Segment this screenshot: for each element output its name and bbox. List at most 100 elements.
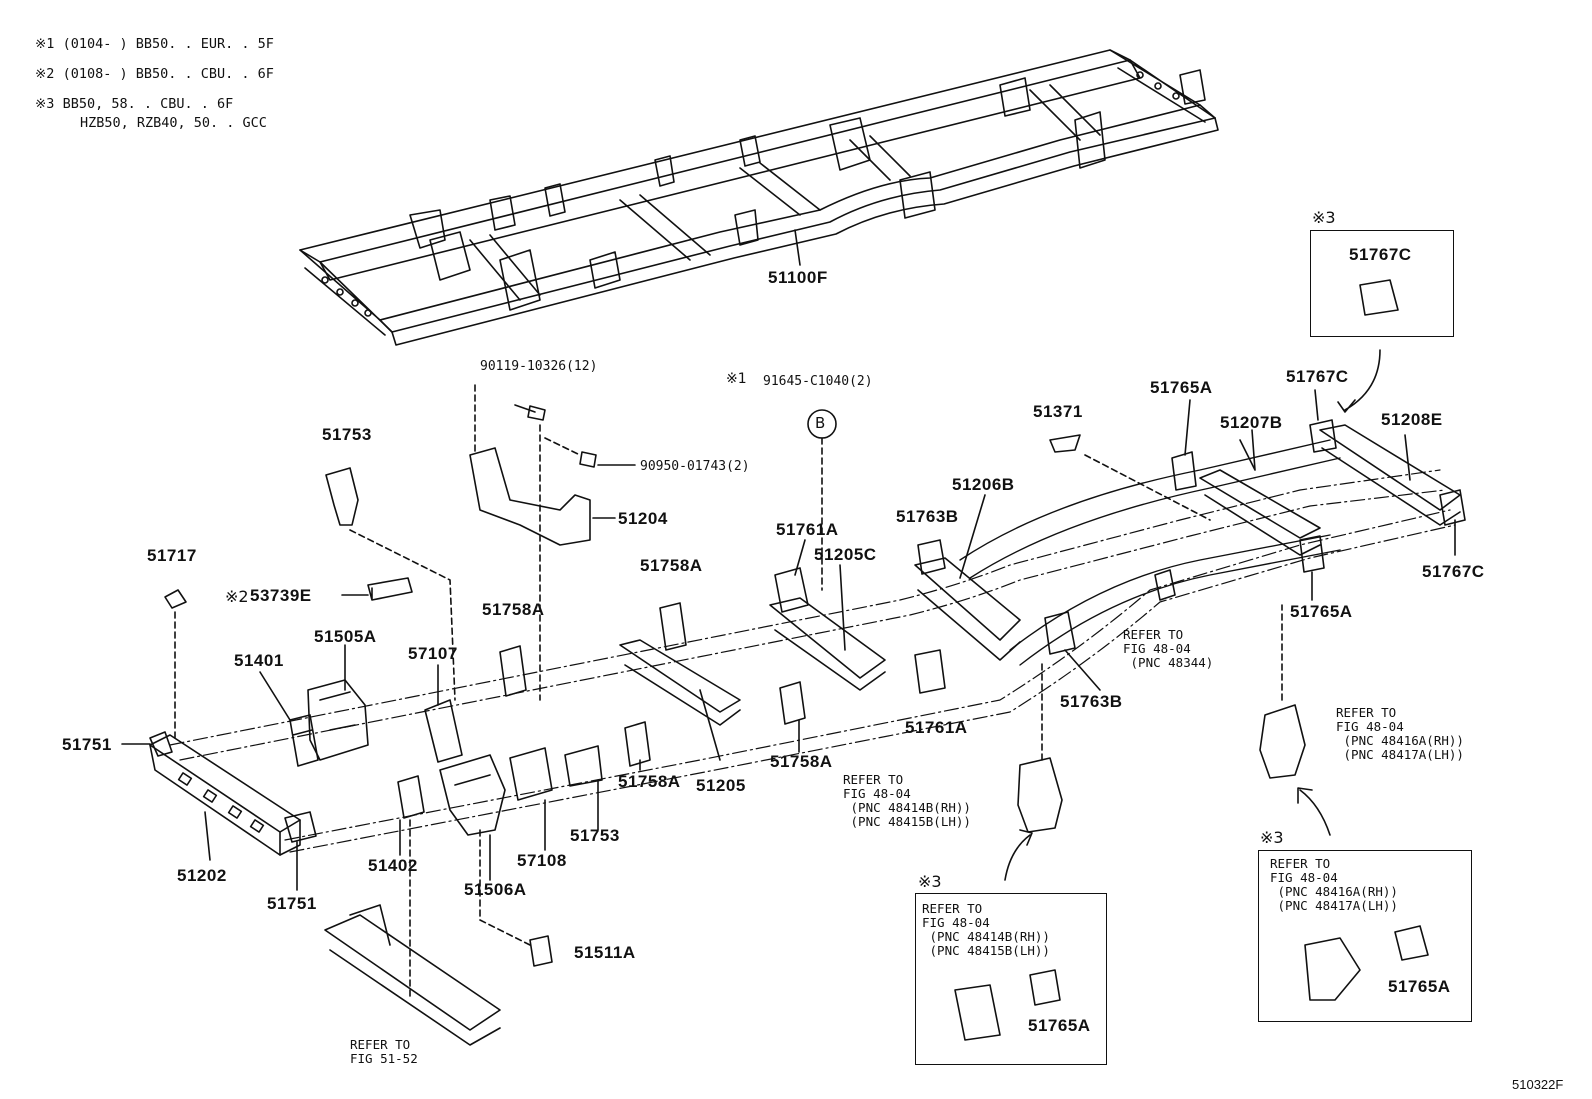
label-51207B: 51207B <box>1220 413 1283 432</box>
label-51765A-rightbox: 51765A <box>1388 977 1451 996</box>
bracket-51505A <box>307 679 369 761</box>
callout-b-letter: B <box>815 414 826 432</box>
box-bracket-51767C <box>1359 279 1399 316</box>
crossmember-51205C <box>769 597 886 691</box>
arrow-top-box <box>1337 349 1381 413</box>
ref-48414: REFER TO FIG 48-04 (PNC 48414B(RH)) (PNC… <box>843 772 971 829</box>
subframe-51-52 <box>324 904 501 1046</box>
hanger-48414B <box>1017 757 1063 833</box>
ref-48344: REFER TO FIG 48-04 (PNC 48344) <box>1123 627 1214 670</box>
bracket-57108 <box>509 747 553 801</box>
label-51761A-lower: 51761A <box>905 718 968 737</box>
bracket-51761A-top <box>774 567 809 613</box>
plate-51511A <box>529 935 553 967</box>
note-3-cont: HZB50, RZB40, 50. . GCC <box>80 115 267 132</box>
marker-3-leftbox: ※3 <box>918 872 942 891</box>
bracket-51506A <box>439 754 506 836</box>
leader-51761A <box>794 539 806 576</box>
label-51765A-leftbox: 51765A <box>1028 1016 1091 1035</box>
bracket-51758A-1 <box>499 645 527 697</box>
note-1: ※1 (0104- ) BB50. . EUR. . 5F <box>35 36 274 53</box>
bracket-51767C-top <box>1309 419 1337 453</box>
frame-assembly-drawing <box>299 49 1219 346</box>
nut-90950 <box>579 451 597 468</box>
arrow-right-box <box>1297 787 1331 836</box>
label-51765A-top: 51765A <box>1150 378 1213 397</box>
shackle-48344 <box>1154 569 1176 601</box>
label-90950: 90950-01743(2) <box>640 459 750 474</box>
bracket-51761A-lower <box>914 649 946 694</box>
leader-51753 <box>349 529 456 701</box>
label-51751-bottom: 51751 <box>267 894 317 913</box>
label-51758A-4: 51758A <box>770 752 833 771</box>
lower-frame-rails <box>959 439 1341 666</box>
label-51205: 51205 <box>696 776 746 795</box>
label-51765A-right: 51765A <box>1290 602 1353 621</box>
note-3: ※3 BB50, 58. . CBU. . 6F <box>35 96 233 113</box>
note-1-text: (0104- ) BB50. . EUR. . 5F <box>62 36 274 52</box>
bracket-51763B-lower <box>1044 611 1076 655</box>
label-51763B-lower: 51763B <box>1060 692 1123 711</box>
marker-3-topbox: ※3 <box>1312 208 1336 227</box>
crossmember-51205 <box>619 639 741 761</box>
bracket-51204 <box>469 447 591 546</box>
detail-box-51767C <box>1310 230 1454 337</box>
bracket-51758A-4 <box>779 681 806 725</box>
note-1-mark: ※1 <box>35 36 55 52</box>
label-51758A-2: 51758A <box>640 556 703 575</box>
label-51202: 51202 <box>177 866 227 885</box>
bracket-51758A-2 <box>659 602 687 651</box>
label-57107: 57107 <box>408 644 458 663</box>
box-hanger-48416A <box>1304 937 1361 1001</box>
note-2-text: (0108- ) BB50. . CBU. . 6F <box>62 66 274 82</box>
note-3-mark: ※3 <box>35 96 55 112</box>
label-51506A: 51506A <box>464 880 527 899</box>
label-91645: 91645-C1040(2) <box>763 374 873 389</box>
label-51767C-box: 51767C <box>1349 245 1412 264</box>
label-51206B: 51206B <box>952 475 1015 494</box>
label-51761A-top: 51761A <box>776 520 839 539</box>
detail-box-48414B <box>915 893 1107 1065</box>
label-51758A-1: 51758A <box>482 600 545 619</box>
label-51767C-top: 51767C <box>1286 367 1349 386</box>
leader-51205C <box>839 564 846 651</box>
note-2: ※2 (0108- ) BB50. . CBU. . 6F <box>35 66 274 83</box>
crossmember-51207B <box>1199 469 1321 556</box>
label-51511A: 51511A <box>574 943 636 962</box>
label-51100F: 51100F <box>768 268 828 287</box>
label-51758A-3: 51758A <box>618 772 681 791</box>
bracket-51758A-3 <box>624 721 651 767</box>
label-51205C: 51205C <box>814 545 877 564</box>
front-crossmember-51202 <box>149 731 317 861</box>
ref-box-48416: REFER TO FIG 48-04 (PNC 48416A(RH)) (PNC… <box>1270 856 1398 913</box>
leader-51511A <box>479 829 531 946</box>
leader-51208E <box>1404 434 1411 481</box>
label-51402: 51402 <box>368 856 418 875</box>
bracket-51763B-top <box>917 539 946 575</box>
bracket-51401 <box>289 714 319 767</box>
leader-51763Bb <box>1064 649 1101 691</box>
bracket-51753-lower <box>564 745 603 787</box>
label-51763B-top: 51763B <box>896 507 959 526</box>
leader-51371 <box>1084 454 1211 521</box>
note-3-text: BB50, 58. . CBU. . 6F <box>62 96 234 112</box>
bolt-90119 <box>514 404 546 421</box>
bracket-57107 <box>424 699 463 763</box>
label-51753-lower: 51753 <box>570 826 620 845</box>
ref-box-48414: REFER TO FIG 48-04 (PNC 48414B(RH)) (PNC… <box>922 901 1050 958</box>
note-3-cont-text: HZB50, RZB40, 50. . GCC <box>80 115 267 131</box>
label-53739E: 53739E <box>250 586 312 605</box>
box-hanger-48414B <box>954 984 1001 1041</box>
bracket-51767C-right <box>1439 489 1466 526</box>
hanger-48416A <box>1259 704 1306 779</box>
crossmember-51208E <box>1319 424 1461 526</box>
label-51401: 51401 <box>234 651 284 670</box>
label-51371: 51371 <box>1033 402 1083 421</box>
label-51751-left: 51751 <box>62 735 112 754</box>
leader-51207B <box>1239 429 1256 471</box>
bracket-51753-top <box>325 467 359 526</box>
marker-2-53739E: ※2 <box>225 587 249 606</box>
clip-51717 <box>164 589 187 609</box>
bracket-51402 <box>397 775 425 819</box>
